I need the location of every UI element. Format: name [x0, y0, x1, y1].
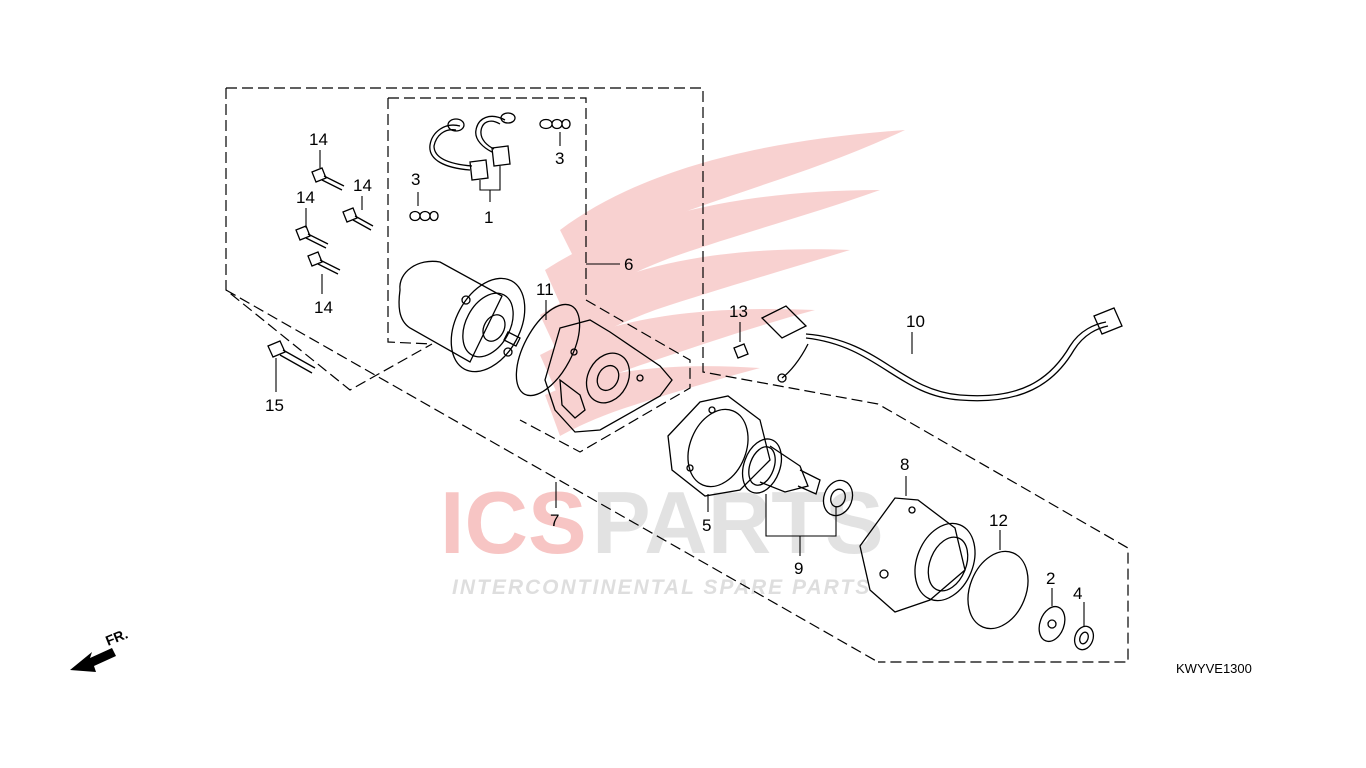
wing-logo [540, 130, 905, 436]
spring-upper [539, 118, 571, 130]
front-direction-arrow: FR. [70, 625, 130, 672]
watermark-brand-right: PARTS [592, 473, 884, 572]
bolt-14-right [342, 207, 374, 231]
callout-9: 10 [906, 312, 925, 331]
bolt-14-top [311, 167, 345, 191]
bolt-14-low [307, 251, 341, 275]
bearing [822, 479, 854, 517]
screw-13 [733, 343, 749, 359]
starter-motor [398, 260, 526, 373]
watermark [540, 130, 905, 436]
group-boundaries [225, 87, 1129, 663]
callout-10: 12 [989, 511, 1008, 530]
callout-14-low: 14 [314, 298, 333, 317]
reduction-cover [544, 319, 673, 433]
watermark-tagline: INTERCONTINENTAL SPARE PARTS [452, 576, 871, 599]
sub-harness-9 [760, 305, 1123, 402]
watermark-text: ICS PARTS INTERCONTINENTAL SPARE PARTS [440, 473, 884, 599]
leader-lines [275, 132, 1085, 626]
spring-lower [409, 210, 439, 222]
callout-14-top: 14 [309, 130, 328, 149]
callout-5: 6 [624, 255, 633, 274]
housing-7 [859, 497, 976, 613]
bolt-15 [267, 340, 316, 374]
brush-set [429, 112, 516, 202]
o-ring-11 [515, 303, 581, 397]
callout-3-lower: 3 [411, 170, 420, 189]
callout-13: 13 [729, 302, 748, 321]
callout-14-mid: 14 [296, 188, 315, 207]
bolt-14-mid [295, 225, 329, 249]
gear-2 [1038, 605, 1066, 643]
arrow-icon [70, 648, 116, 672]
callout-14-right: 14 [353, 176, 372, 195]
washer-12 [1073, 625, 1095, 651]
callout-1: 1 [484, 208, 493, 227]
direction-label: FR. [103, 625, 130, 648]
callout-6: 7 [550, 511, 559, 530]
gear-shaft-8 [741, 438, 821, 495]
callout-4: 5 [702, 516, 711, 535]
callout-11: 11 [536, 280, 554, 299]
o-ring-10 [967, 550, 1029, 630]
callout-7: 8 [900, 455, 909, 474]
gasket-4 [667, 395, 771, 497]
diagram-code: KWYVE1300 [1176, 661, 1252, 676]
callouts: 14 14 14 14 15 3 3 1 6 11 7 13 10 5 9 8 … [265, 130, 1082, 603]
watermark-brand-left: ICS [440, 473, 587, 572]
callout-2: 2 [1046, 569, 1055, 588]
callout-3-upper: 3 [555, 149, 564, 168]
callout-8: 9 [794, 559, 803, 578]
callout-12: 4 [1073, 584, 1082, 603]
callout-15: 15 [265, 396, 284, 415]
